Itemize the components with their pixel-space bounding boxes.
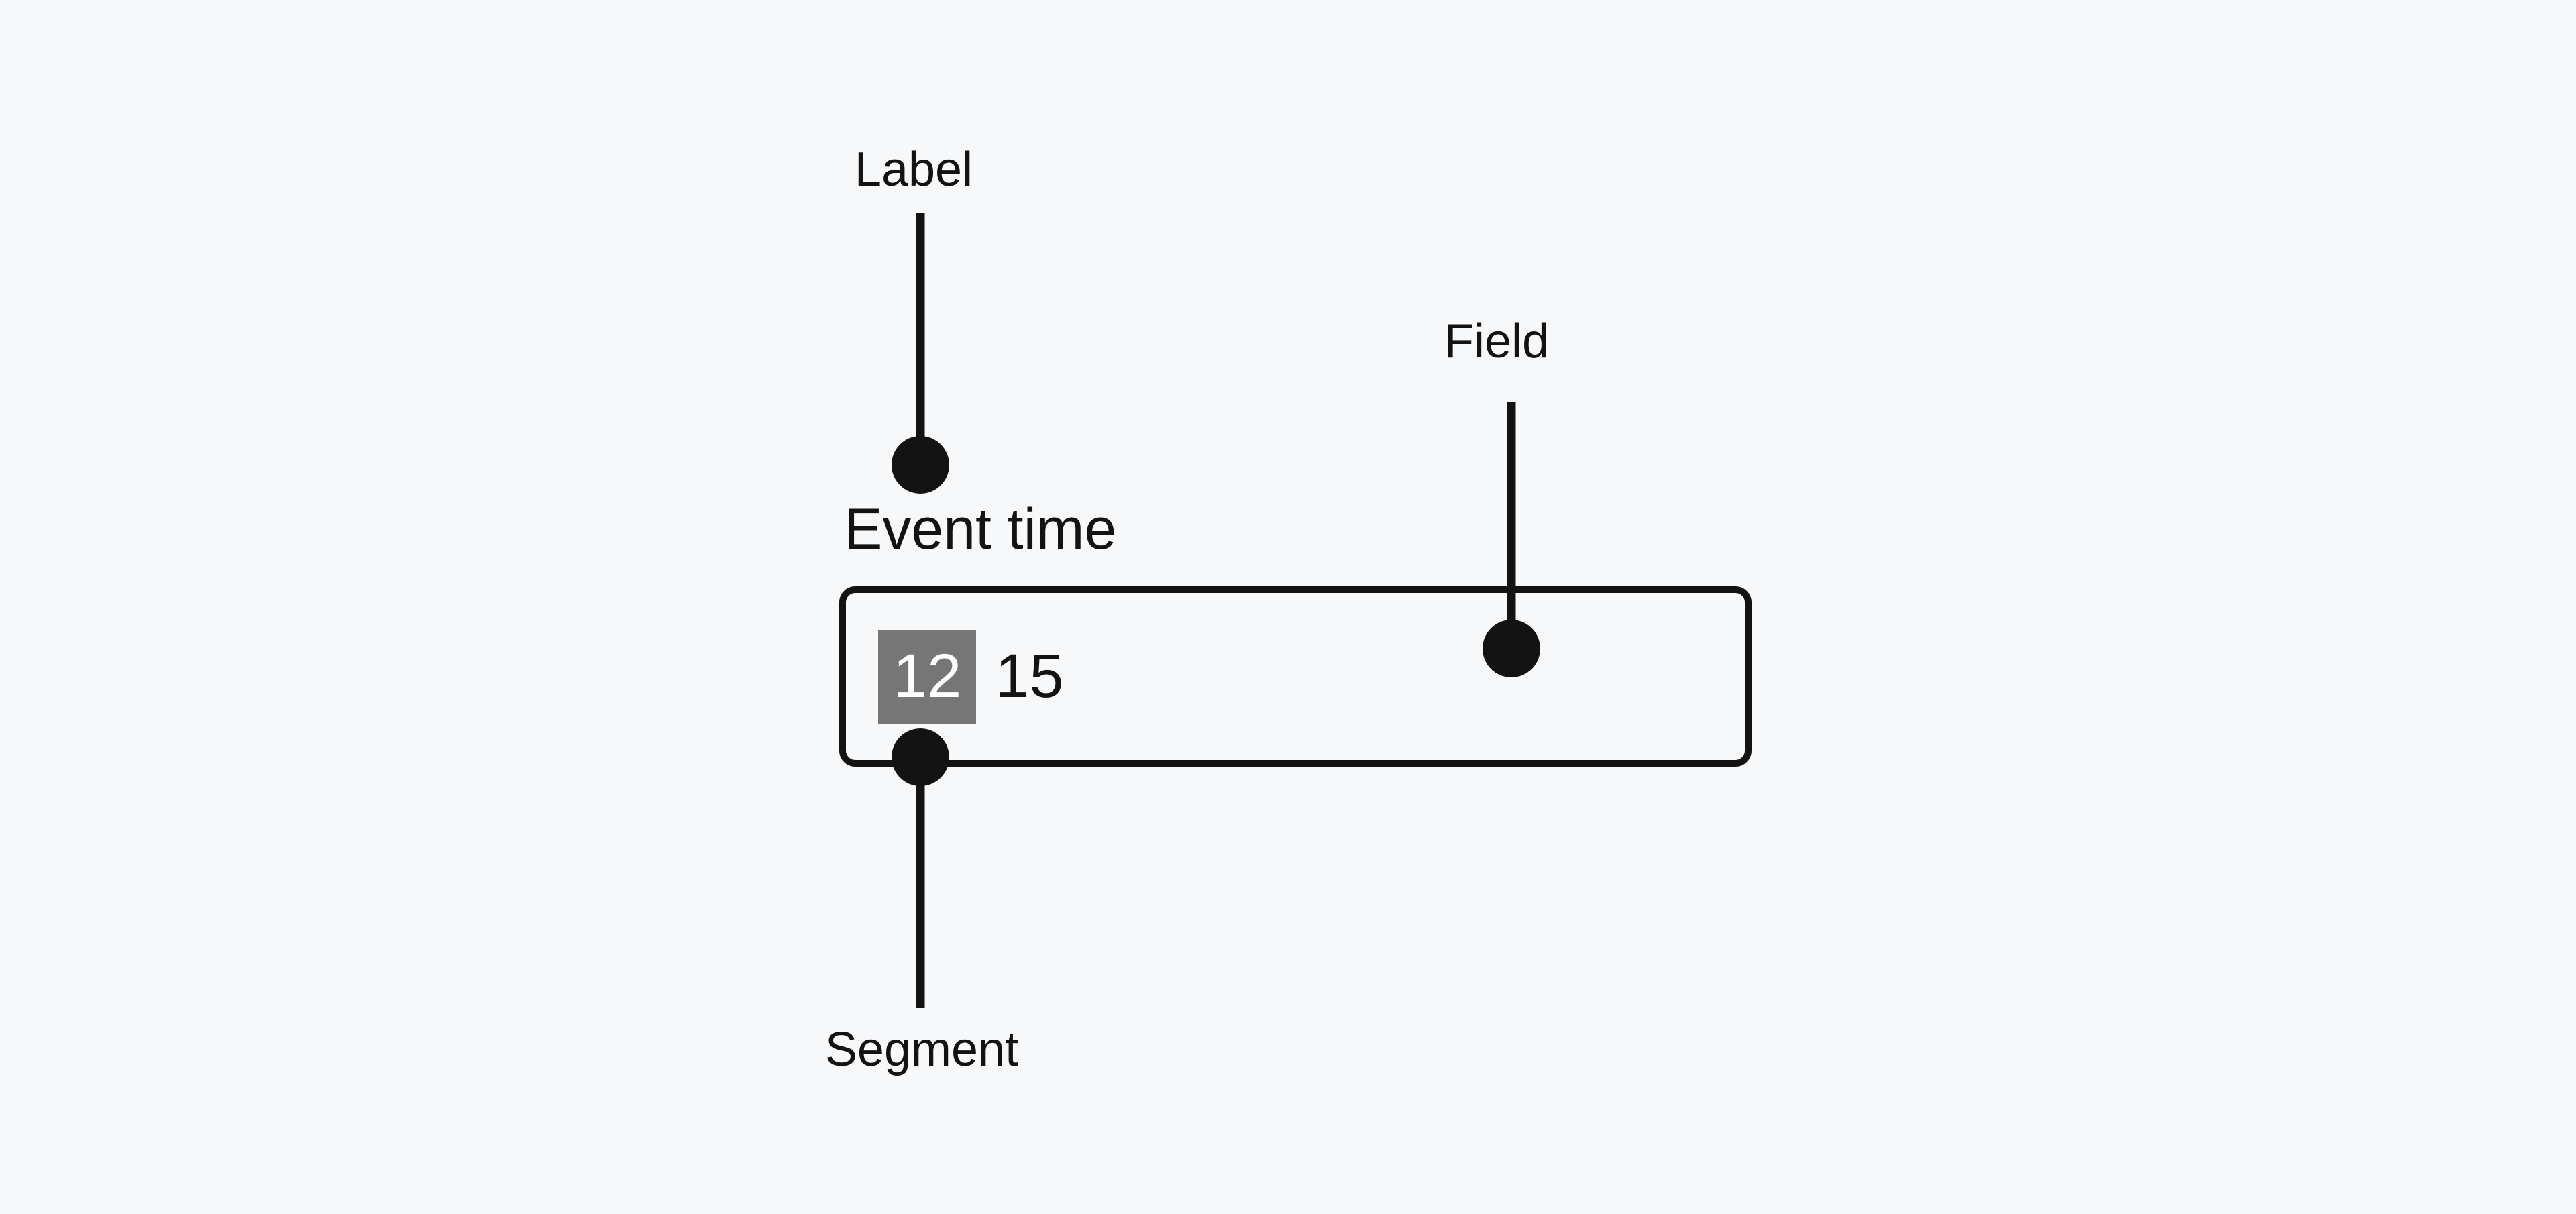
annotation-segment-text: Segment [824, 1023, 1019, 1077]
annotation-segment-line [916, 757, 925, 1008]
time-segment-minute[interactable]: 15 [995, 642, 1064, 710]
annotation-field-dot [1483, 620, 1540, 677]
annotation-field-text: Field [1444, 315, 1550, 368]
annotation-label-line [916, 213, 925, 465]
time-segment-hour[interactable]: 12 [878, 629, 977, 724]
time-field-label: Event time [844, 497, 1117, 561]
annotation-label-text: Label [854, 143, 973, 197]
time-field-input[interactable]: 12 15 [839, 586, 1752, 767]
annotation-label-dot [892, 436, 949, 494]
